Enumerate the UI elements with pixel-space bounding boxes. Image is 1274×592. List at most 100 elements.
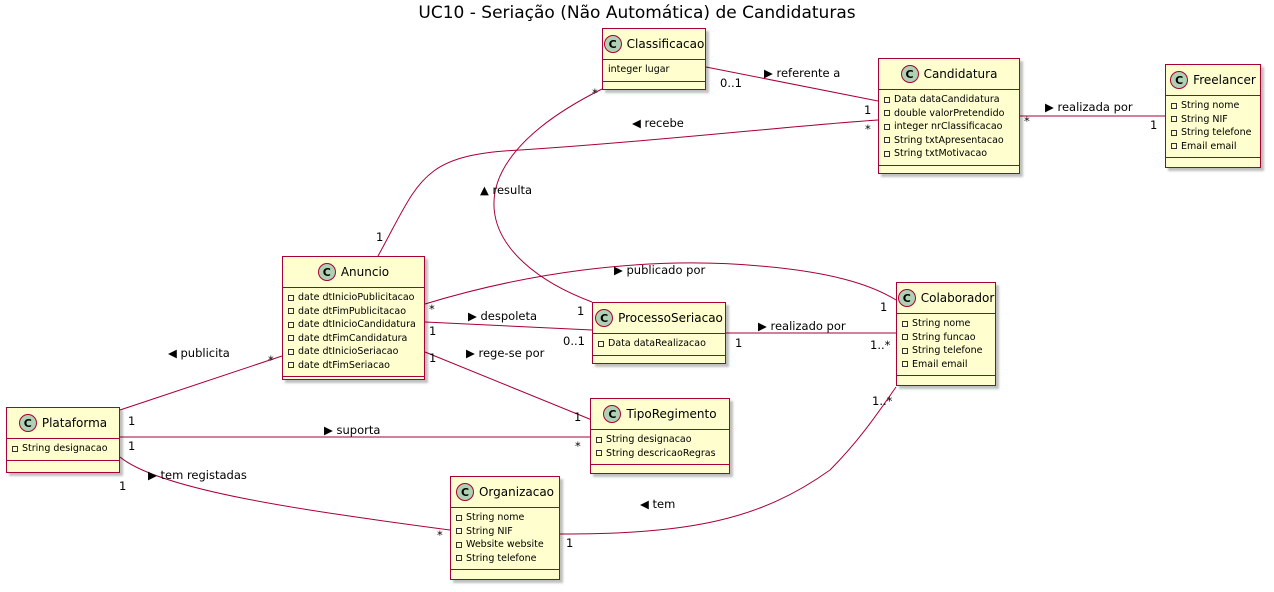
private-visibility-icon (456, 528, 462, 535)
attribute: date dtInicioSeriacao (288, 345, 419, 359)
attribute-list: Data dataRealizacao (593, 334, 725, 355)
mult-despoleta-to: 0..1 (563, 334, 585, 348)
separator (283, 287, 424, 288)
attribute-text: integer lugar (608, 64, 670, 75)
class-name: Anuncio (340, 265, 390, 279)
mult-recebe-to: * (865, 122, 871, 136)
attribute: Data dataCandidatura (884, 93, 1014, 107)
label-suporta: ▶ suporta (324, 423, 381, 437)
attribute-text: String nome (912, 318, 971, 329)
attribute-text: String nome (466, 512, 525, 523)
class-name: Plataforma (41, 416, 108, 430)
attribute: date dtFimCandidatura (288, 332, 419, 346)
method-list (1166, 158, 1260, 165)
private-visibility-icon (288, 294, 294, 301)
separator (603, 80, 705, 82)
separator (603, 59, 705, 60)
attribute: String NIF (456, 525, 554, 539)
separator (879, 164, 1019, 166)
method-list (593, 356, 725, 363)
mult-suporta-from: 1 (128, 439, 136, 453)
class-icon: C (455, 483, 474, 501)
method-list (283, 377, 424, 384)
mult-realizada-por-to: 1 (1150, 118, 1158, 132)
mult-tem-to: 1..* (872, 394, 893, 408)
class-icon: C (603, 405, 622, 423)
attribute: String designacao (596, 433, 724, 447)
separator (591, 464, 729, 465)
private-visibility-icon (884, 123, 890, 130)
attribute-text: String designacao (22, 443, 108, 454)
attribute: String NIF (1171, 113, 1255, 127)
attribute-text: String nome (1181, 100, 1240, 111)
label-realizado-por: ▶ realizado por (758, 319, 846, 333)
attribute-list: String designacao (7, 439, 119, 460)
attribute: integer nrClassificacao (884, 120, 1014, 134)
private-visibility-icon (456, 555, 462, 562)
mult-publicita-from: 1 (128, 414, 136, 428)
mult-resulta-from: 1 (577, 304, 585, 318)
label-publicita: ◀ publicita (168, 346, 230, 360)
attribute: String txtApresentacao (884, 134, 1014, 148)
private-visibility-icon (884, 110, 890, 117)
separator (283, 376, 424, 377)
method-list (451, 570, 559, 577)
mult-tem-registadas-to: * (437, 528, 443, 542)
attribute-text: String NIF (1181, 113, 1228, 125)
label-publicado-por: ▶ publicado por (614, 263, 706, 277)
private-visibility-icon (288, 321, 294, 328)
attribute: date dtInicioPublicitacao (288, 291, 419, 305)
label-despoleta: ▶ despoleta (468, 309, 538, 323)
label-tem: ◀ tem (640, 497, 676, 511)
separator (591, 429, 729, 430)
private-visibility-icon (902, 334, 908, 341)
private-visibility-icon (12, 445, 18, 452)
class-name: Classificacao (626, 37, 705, 51)
private-visibility-icon (1171, 143, 1177, 150)
private-visibility-icon (456, 541, 462, 548)
separator (897, 375, 995, 376)
method-list (879, 166, 1019, 173)
attribute-text: Email email (1181, 140, 1237, 152)
attribute: String designacao (12, 442, 114, 456)
attribute: Email email (902, 358, 990, 372)
mult-publicado-por-from: * (429, 302, 435, 316)
private-visibility-icon (288, 335, 294, 342)
mult-recebe-from: 1 (376, 230, 384, 244)
attribute: Email email (1171, 140, 1255, 154)
attribute-text: String NIF (466, 525, 513, 537)
attribute: Data dataRealizacao (598, 337, 720, 351)
attribute: String telefone (1171, 126, 1255, 140)
attribute-text: Website website (466, 539, 544, 550)
attribute: String nome (456, 511, 554, 525)
attribute: String funcao (902, 331, 990, 345)
private-visibility-icon (884, 96, 890, 103)
method-list (603, 82, 705, 89)
separator (879, 89, 1019, 90)
attribute: String nome (1171, 99, 1255, 113)
attribute-text: date dtInicioPublicitacao (298, 292, 415, 303)
attribute: date dtFimSeriacao (288, 359, 419, 373)
private-visibility-icon (902, 320, 908, 327)
line-tem-registadas (119, 456, 451, 531)
method-list (591, 465, 729, 472)
separator (1166, 157, 1260, 158)
attribute-text: date dtInicioSeriacao (298, 346, 399, 357)
private-visibility-icon (456, 514, 462, 521)
private-visibility-icon (1171, 129, 1177, 136)
